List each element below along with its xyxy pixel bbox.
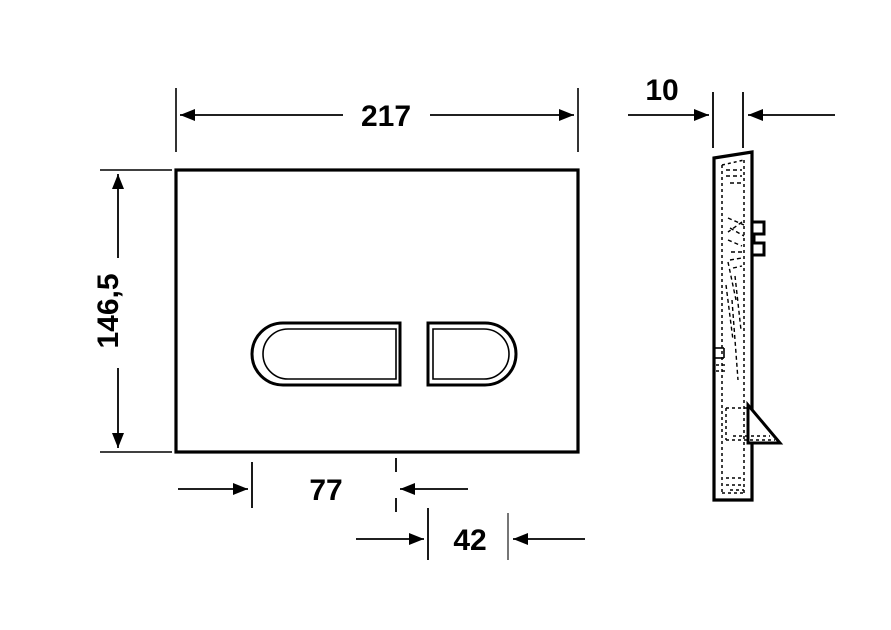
side-view-hidden-lines <box>721 159 745 494</box>
mounting-tab-upper <box>750 220 766 236</box>
small-flush-button-inner <box>432 328 510 380</box>
width-dimension: 217 <box>175 88 579 152</box>
height-dimension: 146,5 <box>92 169 172 453</box>
side-view-bottom-detail <box>726 477 744 491</box>
bracket-hidden-detail <box>725 407 775 441</box>
button-left-offset-dimension: 77 <box>178 458 468 512</box>
button-gap-dimension: 42 <box>356 508 585 560</box>
side-view <box>712 150 784 502</box>
front-view <box>174 168 580 454</box>
depth-dimension-label: 10 <box>645 74 678 107</box>
bracket-triangle <box>746 400 784 445</box>
large-flush-button[interactable] <box>250 321 402 387</box>
width-dimension-label: 217 <box>361 100 411 133</box>
large-flush-button-inner <box>262 328 397 380</box>
small-flush-button[interactable] <box>426 321 518 387</box>
depth-dimension: 10 <box>628 74 835 148</box>
side-view-body-outline <box>712 150 754 502</box>
mounting-tab-lower <box>750 241 766 257</box>
side-view-mid-step <box>714 347 726 372</box>
offset-dimension-label: 77 <box>309 474 342 507</box>
side-view-detail-lines <box>725 169 745 381</box>
height-dimension-label: 146,5 <box>92 273 125 348</box>
gap-dimension-label: 42 <box>453 524 486 557</box>
flush-plate-outline <box>174 168 580 454</box>
